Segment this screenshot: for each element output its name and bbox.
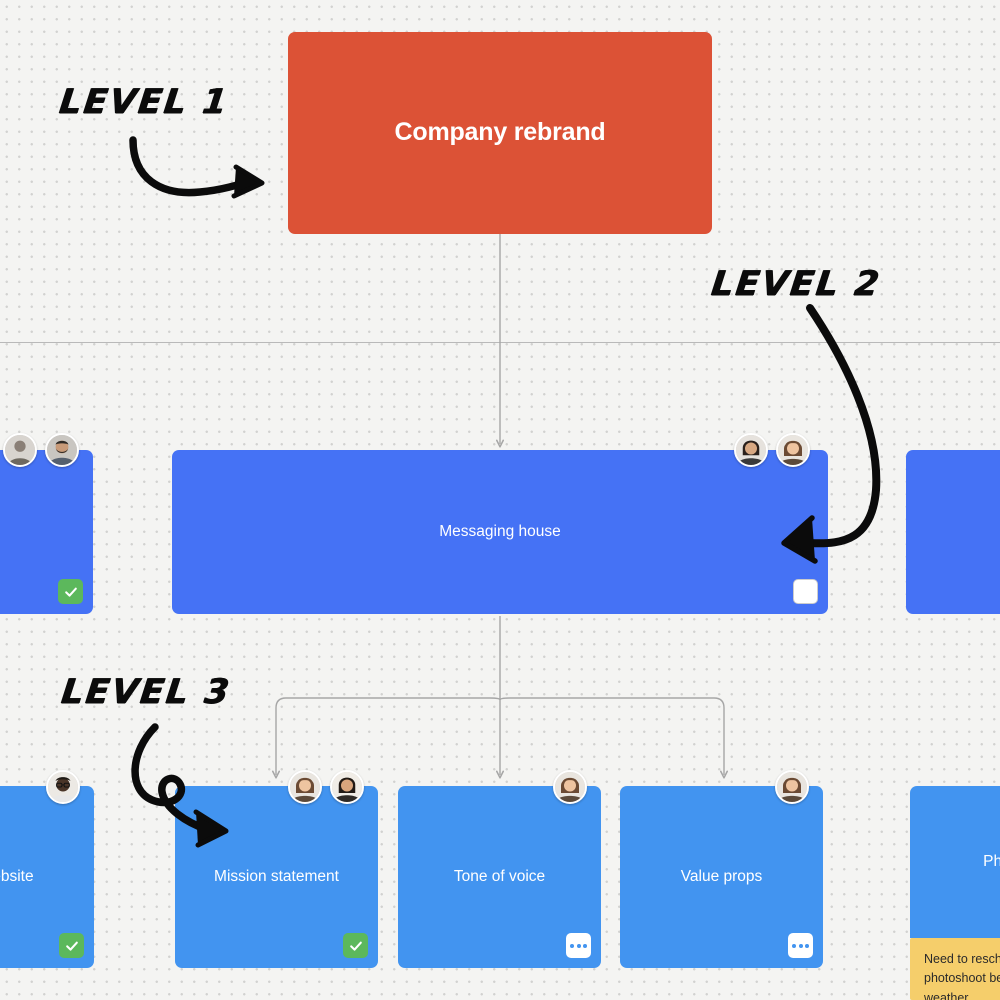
- node-tone-of-voice[interactable]: Tone of voice: [398, 770, 601, 968]
- check-icon: [65, 941, 78, 951]
- sticky-line-3: weather: [924, 990, 969, 1000]
- ellipsis-icon: [792, 943, 809, 948]
- avatar-man-beard[interactable]: [45, 433, 79, 467]
- avatar-group[interactable]: [553, 770, 587, 804]
- avatar-group[interactable]: [734, 433, 810, 467]
- annotation-level-2: LEVEL 2: [709, 264, 884, 304]
- node-title: Tone of voice: [453, 868, 546, 886]
- node-left-partial[interactable]: [0, 433, 93, 614]
- status-badge-done[interactable]: [343, 933, 368, 958]
- avatar-woman-light-hair[interactable]: [553, 770, 587, 804]
- avatar-partial[interactable]: [3, 433, 37, 467]
- node-value-props[interactable]: Value props: [620, 770, 823, 968]
- avatar-woman-light-hair[interactable]: [775, 770, 809, 804]
- sticky-note-photoshoot[interactable]: Need to resched photoshoot bec weather: [910, 938, 1000, 1000]
- node-mission-statement[interactable]: Mission statement: [175, 770, 378, 968]
- avatar-woman-light-hair[interactable]: [288, 770, 322, 804]
- arrow-level-1: [129, 136, 257, 197]
- lane-divider: [0, 342, 1000, 343]
- ellipsis-icon: [570, 943, 587, 948]
- status-badge-empty[interactable]: [793, 579, 818, 604]
- node-title: f website: [0, 868, 34, 886]
- node-title: Photo and: [983, 853, 1000, 871]
- node-title: Messaging house: [439, 523, 561, 541]
- avatar-man-glasses[interactable]: [46, 770, 80, 804]
- node-title: Company rebrand: [394, 118, 606, 147]
- node-website-partial[interactable]: f website: [0, 770, 94, 968]
- check-icon: [349, 941, 362, 951]
- status-badge-more[interactable]: [788, 933, 813, 958]
- connector-branch-right: [499, 697, 728, 779]
- connector-branch-left: [272, 697, 501, 779]
- avatar-woman-dark-hair[interactable]: [330, 770, 364, 804]
- node-messaging-house[interactable]: Messaging house: [172, 433, 828, 614]
- avatar-group[interactable]: [46, 770, 80, 804]
- annotation-level-1: LEVEL 1: [57, 82, 232, 122]
- avatar-group[interactable]: [3, 433, 79, 467]
- avatar-woman-dark-hair[interactable]: [734, 433, 768, 467]
- avatar-group[interactable]: [288, 770, 364, 804]
- status-badge-done[interactable]: [59, 933, 84, 958]
- status-badge-done[interactable]: [58, 579, 83, 604]
- check-icon: [64, 587, 77, 597]
- sticky-line-2: photoshoot bec: [924, 971, 1000, 986]
- avatar-group[interactable]: [775, 770, 809, 804]
- node-photo-and[interactable]: Photo and: [910, 786, 1000, 938]
- node-title: Mission statement: [214, 868, 339, 886]
- node-right-partial[interactable]: [906, 450, 1000, 614]
- annotation-level-3: LEVEL 3: [59, 672, 234, 712]
- node-title: Value props: [680, 868, 763, 886]
- node-company-rebrand[interactable]: Company rebrand: [288, 32, 712, 234]
- avatar-woman-light-hair[interactable]: [776, 433, 810, 467]
- sticky-line-1: Need to resched: [924, 952, 1000, 966]
- status-badge-more[interactable]: [566, 933, 591, 958]
